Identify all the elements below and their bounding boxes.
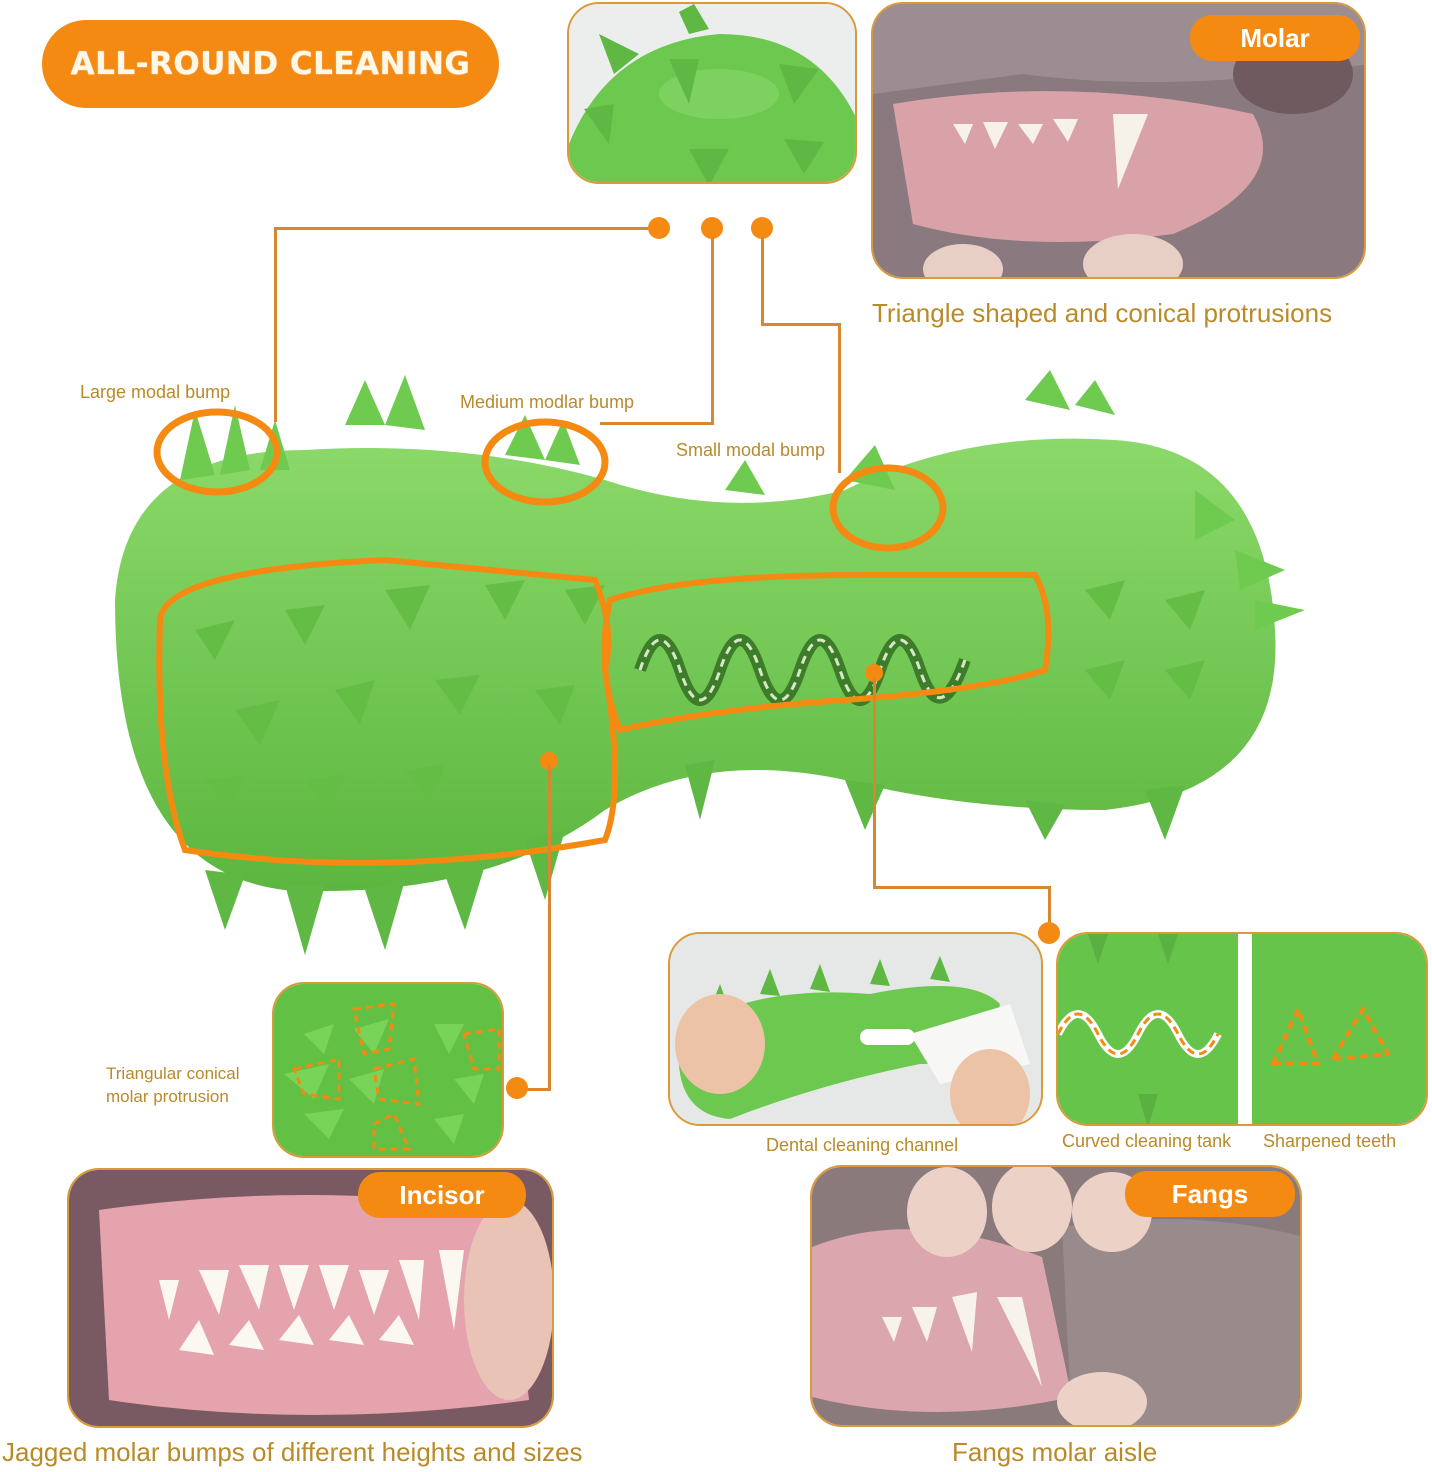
dental-chew-toy-illustration [115,370,1305,955]
callout-line-large-h [274,227,659,230]
title-banner: ALL-ROUND CLEANING [42,20,499,108]
dental-channel-image [670,934,1041,1124]
fangs-caption: Fangs molar aisle [952,1437,1158,1467]
triangular-protrusion-panel [272,982,504,1158]
small-bump-label: Small modal bump [676,440,826,460]
large-bump-label: Large modal bump [80,382,231,402]
dental-channel-caption: Dental cleaning channel [766,1135,959,1155]
callout-line-medium-h [600,422,714,425]
callout-dot-small [751,217,773,239]
connector-channel-h [873,886,1051,889]
incisor-badge-label: Incisor [399,1179,485,1210]
connector-molar-zone [548,765,551,1090]
spike-closeup-image [569,4,855,182]
callout-line-medium [711,237,714,424]
triangular-protrusion-image [274,984,502,1156]
callout-line-small [761,237,764,325]
curved-tank-image [1058,934,1426,1124]
spike-closeup-panel [567,2,857,184]
medium-bump-label: Medium modlar bump [460,392,635,412]
dental-channel-panel [668,932,1043,1126]
connector-molar-zone-h [525,1088,551,1091]
callout-dot-tank [1038,922,1060,944]
callout-dot-large [648,217,670,239]
callout-dot-channel [865,664,883,682]
sharpened-teeth-caption: Sharpened teeth [1263,1131,1397,1151]
molar-badge: Molar [1190,15,1360,61]
incisor-caption: Jagged molar bumps of different heights … [2,1437,583,1467]
incisor-badge: Incisor [358,1172,526,1218]
triangular-protrusion-caption: Triangular conical molar protrusion [106,1062,276,1108]
connector-channel-v2 [1048,886,1051,922]
fangs-badge: Fangs [1125,1171,1295,1217]
callout-dot-medium [701,217,723,239]
title-text: ALL-ROUND CLEANING [70,46,471,82]
callout-line-small-v2 [838,323,841,473]
callout-dot-molar-zone [540,752,558,770]
molar-badge-label: Molar [1240,22,1310,53]
molar-caption: Triangle shaped and conical protrusions [872,298,1333,328]
connector-channel [873,678,876,888]
triangular-protrusion-text: Triangular conical molar protrusion [106,1064,240,1106]
callout-line-small-h [761,323,841,326]
fangs-badge-label: Fangs [1171,1178,1249,1209]
curved-tank-caption: Curved cleaning tank [1062,1131,1232,1151]
curved-tank-panel [1056,932,1428,1126]
callout-line-large [274,227,277,422]
callout-dot-triangular [506,1077,528,1099]
